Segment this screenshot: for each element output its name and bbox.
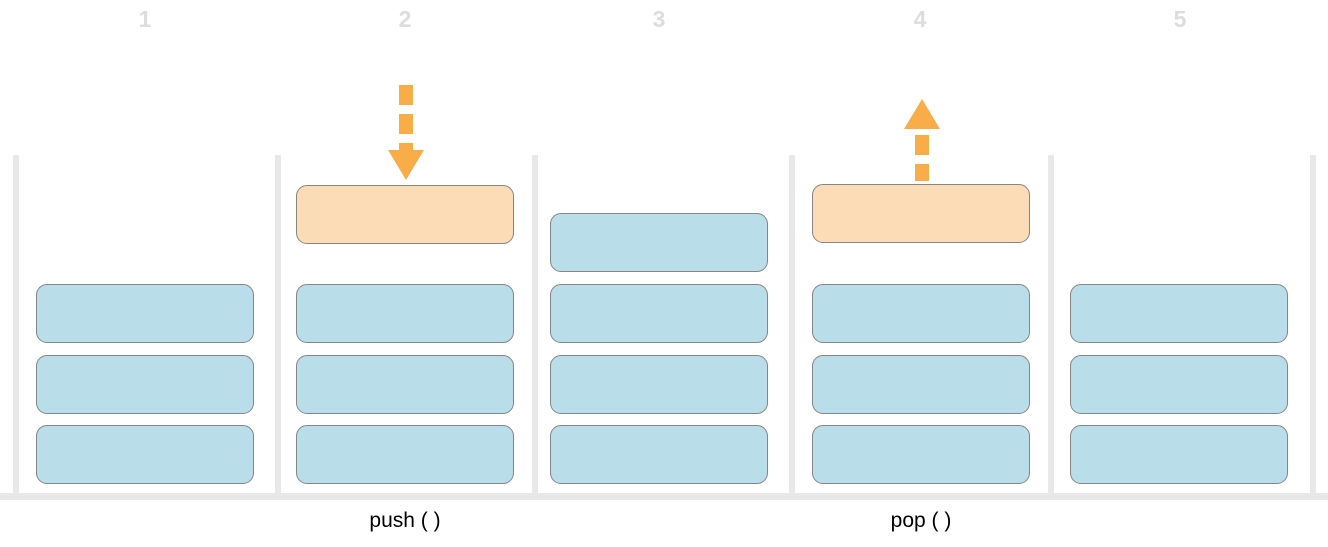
stack-cell-blue — [36, 355, 254, 414]
column-divider-6 — [1310, 155, 1316, 493]
stack-cell-blue — [296, 425, 514, 484]
push-operation-label: push ( ) — [369, 509, 441, 532]
column-number-5: 5 — [1173, 6, 1187, 32]
column-divider-1 — [13, 155, 19, 493]
stack-cell-blue — [812, 355, 1030, 414]
stack-cell-blue — [550, 355, 768, 414]
arrow-down-icon — [387, 85, 425, 180]
column-number-3: 3 — [652, 6, 666, 32]
stack-cell-orange — [296, 185, 514, 244]
column-number-1: 1 — [138, 6, 152, 32]
column-divider-2 — [275, 155, 281, 493]
stack-cell-blue — [550, 284, 768, 343]
stack-cell-blue — [296, 355, 514, 414]
pop-operation-label: pop ( ) — [890, 509, 952, 532]
arrow-up-icon — [903, 99, 941, 181]
stack-cell-blue — [1070, 425, 1288, 484]
stack-cell-blue — [1070, 284, 1288, 343]
bottom-rail — [0, 493, 1328, 500]
column-divider-4 — [789, 155, 795, 493]
stack-cell-orange — [812, 184, 1030, 243]
stack-cell-blue — [550, 425, 768, 484]
column-number-2: 2 — [398, 6, 412, 32]
stack-cell-blue — [812, 425, 1030, 484]
stack-cell-blue — [550, 213, 768, 272]
column-divider-5 — [1048, 155, 1054, 493]
stack-cell-blue — [812, 284, 1030, 343]
column-number-4: 4 — [913, 6, 927, 32]
column-divider-3 — [532, 155, 538, 493]
stack-cell-blue — [36, 425, 254, 484]
stack-cell-blue — [1070, 355, 1288, 414]
stack-cell-blue — [296, 284, 514, 343]
stack-cell-blue — [36, 284, 254, 343]
